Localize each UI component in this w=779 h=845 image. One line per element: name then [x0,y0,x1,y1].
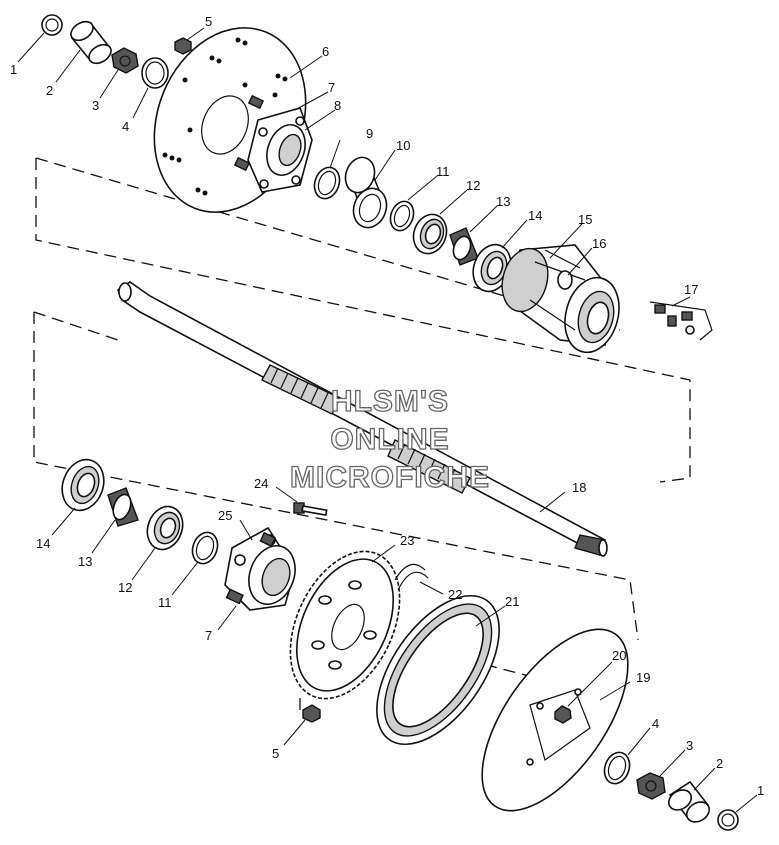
o-ring-top [141,57,169,89]
callout-2-bottom: 2 [716,756,723,771]
callout-11-top: 11 [436,164,450,179]
callout-5-top: 5 [205,14,212,29]
callout-2-top: 2 [46,83,53,98]
watermark-line-3: MICROFICHE [290,461,490,494]
circlip-top [41,14,63,36]
watermark-line-1: HLSM'S [331,385,449,418]
seal-top [412,213,448,255]
chain-guide [394,563,429,591]
sprocket [289,550,401,700]
callout-15: 15 [578,212,592,227]
callout-3-top: 3 [92,98,99,113]
snap-ring-11-bottom [191,531,219,565]
callout-20: 20 [612,648,626,663]
callout-9: 9 [366,126,373,141]
bushing-bottom [667,780,711,823]
callout-6: 6 [322,44,329,59]
nut-bottom [302,704,321,723]
o-ring-bottom [603,751,631,785]
disc-nut [554,705,572,724]
callout-1-top: 1 [10,62,17,77]
castle-nut-bottom [636,772,666,800]
callout-19: 19 [636,670,650,685]
bearing-race-top [344,156,388,229]
callout-17: 17 [684,282,698,297]
callout-1-bottom: 1 [757,783,764,798]
callout-12-bottom: 12 [118,580,132,595]
callout-7-bottom: 7 [205,628,212,643]
callout-8: 8 [334,98,341,113]
callout-14-bottom: 14 [36,536,50,551]
callout-5-bottom: 5 [272,746,279,761]
callout-12-top: 12 [466,178,480,193]
callout-16: 16 [592,236,606,251]
hardware-kit [649,301,713,341]
callout-14-top: 14 [528,208,542,223]
nut-top [174,37,192,55]
callout-23: 23 [400,533,414,548]
callout-3-bottom: 3 [686,738,693,753]
castle-nut-top [111,47,139,74]
hub-top [247,107,313,193]
snap-ring-top [313,166,341,200]
brake-ring [376,594,500,746]
tapered-bearing-bottom [107,487,139,527]
bolt [293,502,328,517]
tapered-bearing-top [449,227,479,266]
callout-13-bottom: 13 [78,554,92,569]
watermark: HLSM'S ONLINE MICROFICHE [289,384,490,494]
callout-25: 25 [218,508,232,523]
circlip-bottom [717,809,739,831]
callout-10: 10 [396,138,410,153]
watermark-line-2: ONLINE [330,423,449,456]
bushing-top [70,20,112,65]
seal-bottom [146,505,184,551]
callout-24: 24 [254,476,268,491]
brake-disc [481,628,629,812]
leader-lines [17,27,758,813]
callout-18: 18 [572,480,586,495]
callout-4-bottom: 4 [652,716,659,731]
axle-housing [501,244,620,354]
bearing-cup-bottom [61,458,105,512]
callout-labels: 1 2 3 4 5 6 7 8 9 10 11 12 13 14 15 16 1… [10,14,764,798]
callout-4-top: 4 [122,119,129,134]
callout-13-top: 13 [496,194,510,209]
stud-bolts-top [233,94,265,172]
callout-7-top: 7 [328,80,335,95]
callout-21: 21 [505,594,519,609]
snap-ring-11-top [389,200,415,232]
callout-22: 22 [448,587,462,602]
callout-11-bottom: 11 [158,595,172,610]
axle-shaft [117,281,608,557]
stud-bolts-bottom [225,531,277,605]
